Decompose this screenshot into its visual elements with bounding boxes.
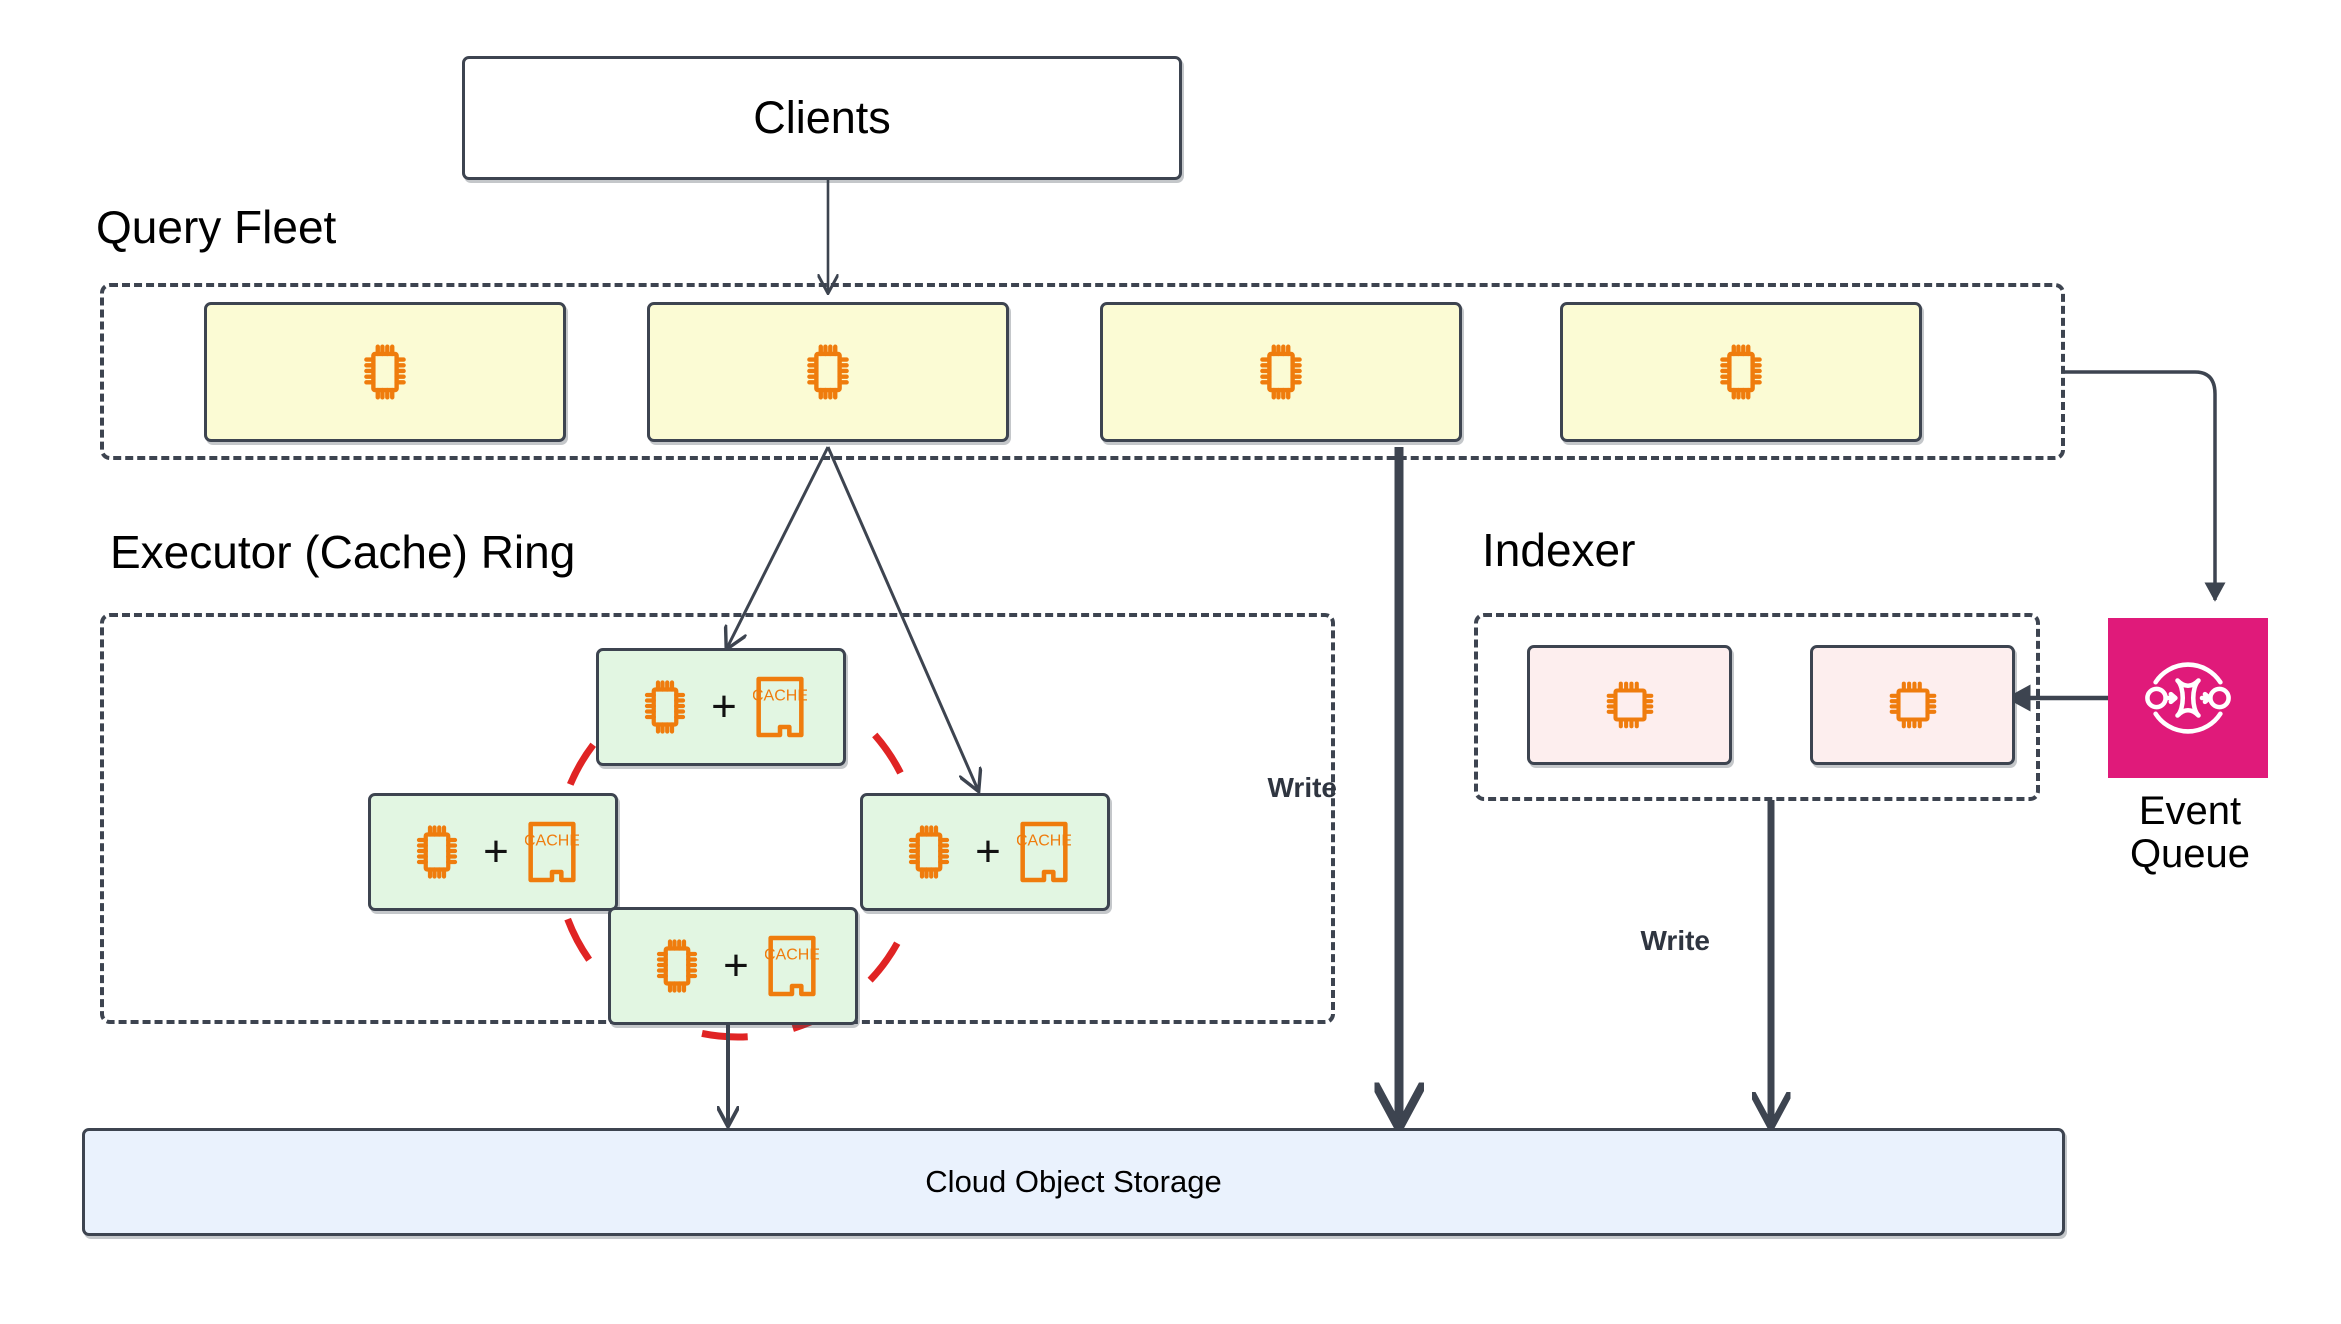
cpu-icon xyxy=(354,341,416,403)
edge-queryfleet-to-eventqueue xyxy=(2065,370,2226,602)
executor-node-bottom[interactable]: + CACHE xyxy=(608,907,858,1025)
cloud-object-storage[interactable]: Cloud Object Storage xyxy=(82,1128,2065,1236)
clients-label: Clients xyxy=(753,92,891,143)
cache-icon: CACHE xyxy=(1017,820,1071,884)
query-fleet-title: Query Fleet xyxy=(96,201,337,253)
executor-ring-title: Executor (Cache) Ring xyxy=(110,526,576,578)
indexer-group xyxy=(1474,613,2040,801)
event-queue-label: Event Queue xyxy=(2095,789,2285,877)
cpu-icon xyxy=(647,936,707,996)
cpu-icon xyxy=(899,822,959,882)
cpu-icon xyxy=(1250,341,1312,403)
clients-box[interactable]: Clients xyxy=(462,56,1182,180)
cache-icon: CACHE xyxy=(765,934,819,998)
query-fleet-group xyxy=(100,283,2065,460)
svg-text:CACHE: CACHE xyxy=(1017,832,1071,849)
query-node-2[interactable] xyxy=(647,302,1009,442)
event-queue-tile[interactable] xyxy=(2108,618,2268,778)
cache-icon: CACHE xyxy=(753,675,807,739)
cpu-icon xyxy=(635,677,695,737)
cpu-icon xyxy=(1710,341,1772,403)
storage-label: Cloud Object Storage xyxy=(925,1164,1222,1199)
svg-text:CACHE: CACHE xyxy=(753,687,807,704)
cache-icon: CACHE xyxy=(525,820,579,884)
plus-operator: + xyxy=(711,682,737,731)
event-queue-label-line1: Event xyxy=(2138,789,2242,833)
cpu-icon xyxy=(407,822,467,882)
plus-operator: + xyxy=(975,827,1001,876)
indexer-node-1[interactable] xyxy=(1527,645,1732,765)
plus-operator: + xyxy=(723,941,749,990)
query-node-3[interactable] xyxy=(1100,302,1462,442)
plus-operator: + xyxy=(483,827,509,876)
query-node-1[interactable] xyxy=(204,302,566,442)
write-label-indexer: Write xyxy=(1640,925,1711,956)
indexer-title: Indexer xyxy=(1482,524,1636,576)
write-label-query: Write xyxy=(1267,772,1338,803)
indexer-node-2[interactable] xyxy=(1810,645,2015,765)
executor-node-right[interactable]: + CACHE xyxy=(860,793,1110,911)
svg-text:CACHE: CACHE xyxy=(525,832,579,849)
event-queue-label-line2: Queue xyxy=(2129,832,2251,877)
svg-text:CACHE: CACHE xyxy=(765,946,819,963)
executor-node-top[interactable]: + CACHE xyxy=(596,648,846,766)
cpu-icon xyxy=(1884,676,1942,734)
executor-node-left[interactable]: + CACHE xyxy=(368,793,618,911)
cpu-icon xyxy=(797,341,859,403)
event-queue-icon xyxy=(2132,642,2244,754)
cpu-icon xyxy=(1601,676,1659,734)
query-node-4[interactable] xyxy=(1560,302,1922,442)
